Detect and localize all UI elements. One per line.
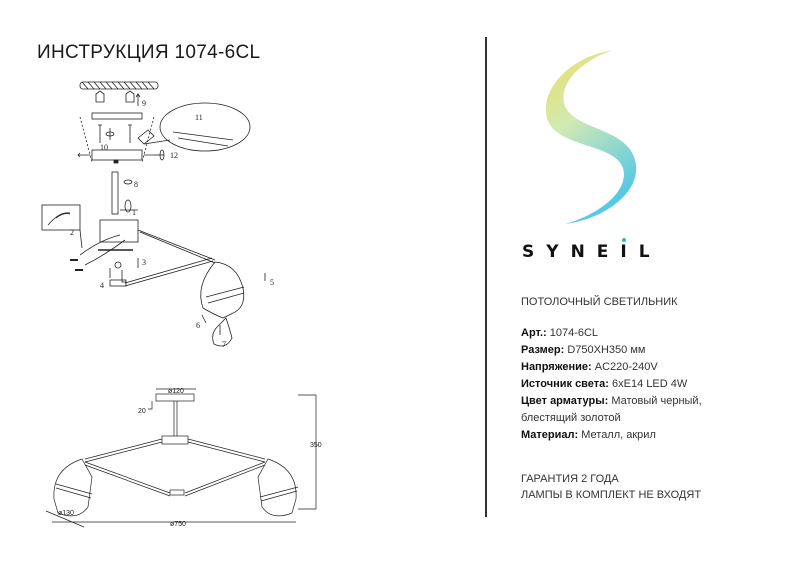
brand-letter-i: I bbox=[620, 238, 639, 262]
vertical-divider bbox=[485, 37, 487, 517]
step-label-2: 2 bbox=[70, 228, 74, 237]
brand-dot-icon bbox=[622, 238, 627, 242]
mount-height-label: 20 bbox=[138, 408, 146, 415]
ceiling-hatch-icon bbox=[79, 81, 159, 90]
spec-label: Цвет арматуры: bbox=[521, 395, 609, 407]
wave-s-logo-icon bbox=[545, 50, 637, 224]
spec-row-article: Арт.: 1074-6CL bbox=[521, 325, 702, 342]
spec-value: AC220-240V bbox=[594, 361, 658, 373]
spec-row-size: Размер: D750XH350 мм bbox=[521, 342, 702, 359]
spec-list: Арт.: 1074-6CL Размер: D750XH350 мм Напр… bbox=[521, 325, 702, 444]
spec-value: 6xE14 LED 4W bbox=[612, 378, 688, 390]
brand-letter: E bbox=[596, 242, 621, 262]
step-label-11: 11 bbox=[195, 113, 203, 122]
step-label-1: 1 bbox=[132, 208, 136, 217]
step-label-9: 9 bbox=[142, 99, 146, 108]
step-label-6: 6 bbox=[196, 321, 200, 330]
page-title: ИНСТРУКЦИЯ 1074-6CL bbox=[37, 42, 261, 63]
step-label-3: 3 bbox=[142, 258, 146, 267]
brand-letter: L bbox=[638, 242, 662, 262]
product-type: ПОТОЛОЧНЫЙ СВЕТИЛЬНИК bbox=[521, 296, 678, 308]
spec-row-color: Цвет арматуры: Матовый черный, bbox=[521, 393, 702, 410]
spec-row-light-source: Источник света: 6xE14 LED 4W bbox=[521, 376, 702, 393]
brand-letter: I bbox=[620, 242, 639, 262]
step-label-8: 8 bbox=[134, 180, 138, 189]
spec-label: Арт.: bbox=[521, 327, 547, 339]
spec-row-material: Материал: Металл, акрил bbox=[521, 427, 702, 444]
warranty-text: ГАРАНТИЯ 2 ГОДА bbox=[521, 473, 619, 485]
spec-value: D750XH350 мм bbox=[567, 344, 646, 356]
spec-value: Металл, акрил bbox=[581, 429, 656, 441]
assembly-diagram: 9 10 12 11 8 1 2 3 4 5 6 7 bbox=[41, 81, 274, 349]
total-height-label: 350 bbox=[310, 442, 322, 449]
spec-value: 1074-6CL bbox=[549, 327, 599, 339]
brand-letter: N bbox=[570, 242, 597, 262]
spec-label: Материал: bbox=[521, 429, 579, 441]
step-label-5: 5 bbox=[270, 278, 274, 287]
spec-value: Матовый черный, bbox=[611, 395, 702, 407]
warranty-block: ГАРАНТИЯ 2 ГОДА ЛАМПЫ В КОМПЛЕКТ НЕ ВХОД… bbox=[521, 471, 701, 503]
step-label-12: 12 bbox=[170, 151, 178, 160]
step-label-7: 7 bbox=[222, 340, 226, 349]
brand-letter: Y bbox=[546, 242, 571, 262]
total-diameter-label: ø750 bbox=[170, 521, 186, 528]
spec-label: Напряжение: bbox=[521, 361, 592, 373]
lamps-note: ЛАМПЫ В КОМПЛЕКТ НЕ ВХОДЯТ bbox=[521, 489, 702, 501]
spec-label: Источник света: bbox=[521, 378, 609, 390]
mount-diameter-label: ø120 bbox=[168, 388, 184, 395]
spec-row-voltage: Напряжение: AC220-240V bbox=[521, 359, 702, 376]
step-label-10: 10 bbox=[100, 143, 108, 152]
shade-diameter-label: ø130 bbox=[58, 510, 74, 517]
step-label-4: 4 bbox=[100, 281, 104, 290]
spec-row-color-cont: блестящий золотой bbox=[521, 412, 621, 424]
dimension-drawing: ø120 20 ø130 ø750 350 bbox=[45, 388, 322, 528]
spec-label: Размер: bbox=[521, 344, 565, 356]
brand-letter: S bbox=[522, 242, 547, 262]
